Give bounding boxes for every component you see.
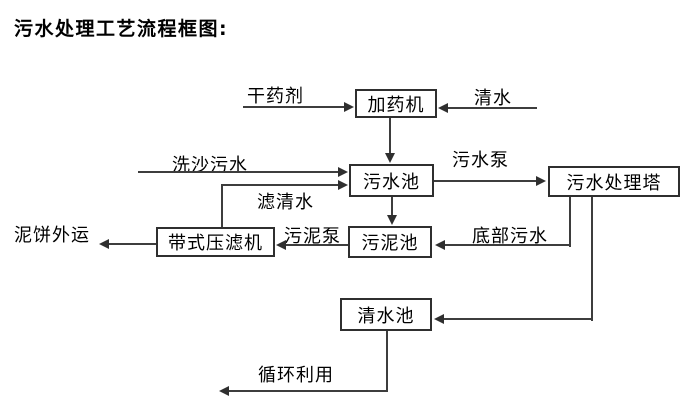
flow-line-recycle-horizontal	[228, 390, 388, 392]
arrow-right-icon	[344, 102, 354, 112]
flow-line-tower-to-clean-vertical	[591, 197, 593, 321]
label-sand-washing-sewage: 洗沙污水	[172, 155, 248, 176]
flow-line-sewage-pump	[434, 180, 537, 182]
flow-line-bottom-sewage-horizontal	[444, 244, 571, 246]
flow-line-dosing-to-sewage	[389, 118, 391, 155]
arrow-left-icon	[435, 240, 445, 250]
flow-line-sand-washing	[138, 171, 339, 173]
label-dry-chemical: 干药剂	[247, 86, 304, 107]
arrow-left-icon	[219, 386, 229, 396]
arrow-down-icon	[385, 153, 395, 163]
node-sewage-treatment-tower: 污水处理塔	[548, 166, 680, 197]
arrow-right-icon	[338, 167, 348, 177]
arrow-down-icon	[387, 215, 397, 225]
label-clean-water: 清水	[474, 88, 512, 109]
arrow-right-icon	[338, 180, 348, 190]
node-belt-filter-press: 带式压滤机	[156, 227, 275, 257]
node-dosing-machine: 加药机	[355, 89, 437, 118]
node-sewage-pool: 污水池	[349, 164, 434, 197]
arrow-left-icon	[434, 314, 444, 324]
label-bottom-sewage: 底部污水	[472, 226, 548, 247]
label-recycling-use: 循环利用	[258, 365, 334, 386]
label-filtered-water: 滤清水	[257, 192, 314, 213]
flow-line-filtered-water-vertical	[221, 186, 223, 227]
flow-line-recycle-vertical	[386, 331, 388, 391]
arrow-left-icon	[276, 240, 286, 250]
label-sewage-pump: 污水泵	[452, 150, 509, 171]
flow-line-bottom-sewage-vertical	[569, 197, 571, 247]
node-clean-water-pool: 清水池	[340, 298, 432, 331]
flow-line-filtered-water-horizontal	[221, 184, 339, 186]
page-title: 污水处理工艺流程框图:	[14, 18, 229, 40]
node-sludge-pool: 污泥池	[348, 226, 432, 258]
flow-line-sewage-to-sludge	[391, 197, 393, 216]
flow-line-dry-chemical	[243, 106, 345, 108]
label-mud-cake-outbound: 泥饼外运	[14, 225, 90, 246]
arrow-left-icon	[438, 103, 448, 113]
flow-line-mud-cake	[108, 243, 156, 245]
flow-line-tower-to-clean-horizontal	[443, 318, 593, 320]
arrow-right-icon	[536, 176, 546, 186]
flow-line-clean-water	[448, 107, 537, 109]
flow-line-sludge-pump	[285, 244, 348, 246]
label-sludge-pump: 污泥泵	[284, 226, 341, 247]
arrow-left-icon	[99, 239, 109, 249]
